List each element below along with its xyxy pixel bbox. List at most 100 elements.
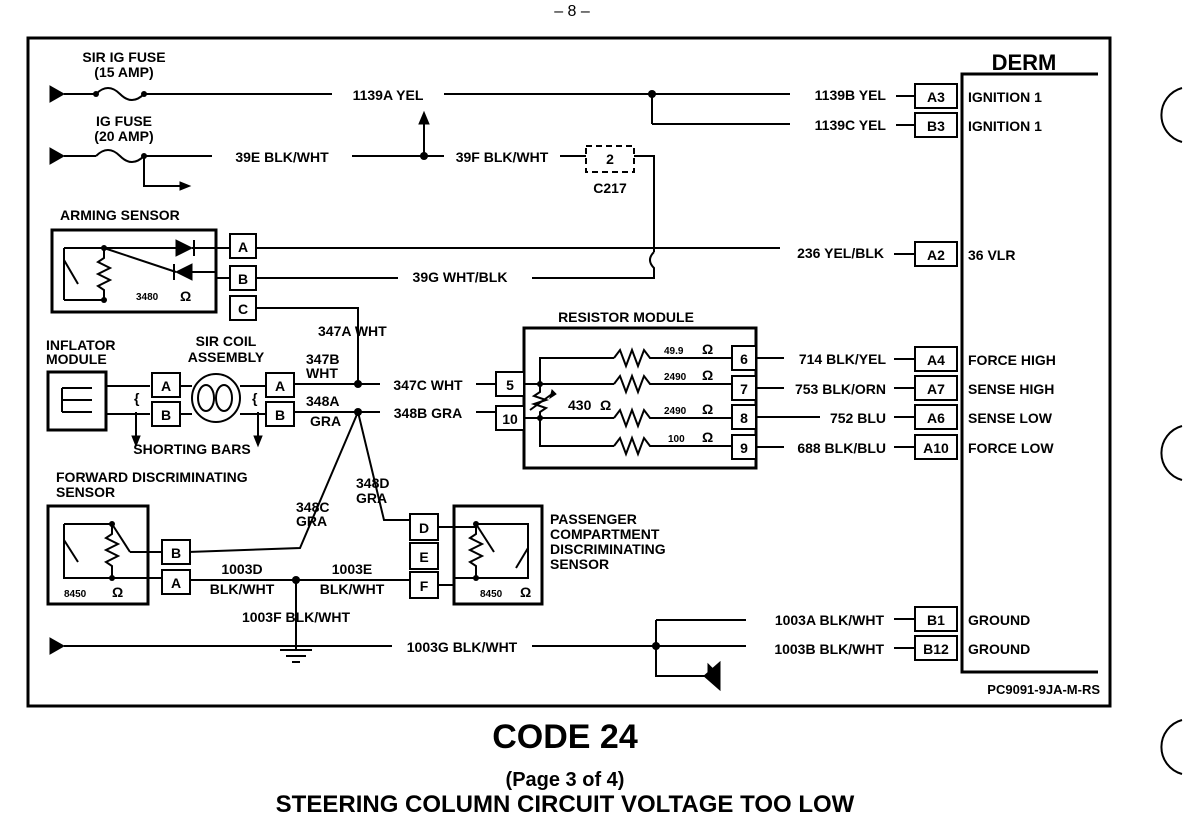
svg-text:100: 100 (668, 434, 685, 445)
forward-sensor-box (46, 504, 150, 606)
svg-text:Ω: Ω (702, 401, 713, 417)
passenger-sensor-title: PASSENGER (550, 511, 637, 527)
binder-hole-3 (1160, 719, 1183, 775)
shorting-bars-label: SHORTING BARS (133, 441, 250, 457)
svg-text:Ω: Ω (600, 397, 611, 413)
shorting-bar-right: { (252, 390, 258, 406)
passenger-sensor-title-3: DISCRIMINATING (550, 541, 666, 557)
svg-text:9: 9 (740, 440, 748, 456)
svg-text:Ω: Ω (112, 584, 123, 600)
svg-text:D: D (419, 520, 429, 536)
wire-347b-label-2: WHT (306, 365, 338, 381)
svg-text:A2: A2 (927, 247, 945, 263)
ground-symbol (280, 649, 312, 663)
wire-347c-label: 347C WHT (393, 377, 463, 393)
svg-text:GROUND: GROUND (968, 612, 1030, 628)
wire-348c-label-2: GRA (296, 513, 327, 529)
passenger-sensor-title-4: SENSOR (550, 556, 609, 572)
sir-coil-symbol (180, 373, 266, 423)
svg-text:A6: A6 (927, 410, 945, 426)
wire-1003a-label: 1003A BLK/WHT (775, 612, 885, 628)
svg-text:49.9: 49.9 (664, 346, 684, 357)
wire-753-label: 753 BLK/ORN (795, 381, 886, 397)
inflator-element (61, 387, 92, 413)
footer-code: CODE 24 (492, 718, 638, 756)
svg-text:430: 430 (568, 397, 592, 413)
svg-text:E: E (419, 549, 428, 565)
passenger-sensor-box (452, 504, 544, 606)
derm-pin-b12: B12 GROUND (914, 635, 1030, 661)
svg-text:Ω: Ω (520, 584, 531, 600)
footer-page: (Page 3 of 4) (506, 769, 625, 791)
derm-pin-a7: A7 SENSE HIGH (914, 375, 1054, 401)
diagram-frame (26, 36, 1112, 708)
reference-code: PC9091-9JA-M-RS (987, 682, 1100, 697)
wire-348d-label-2: GRA (356, 490, 387, 506)
svg-text:8450: 8450 (64, 589, 87, 600)
svg-text:FORCE LOW: FORCE LOW (968, 440, 1054, 456)
svg-text:Ω: Ω (702, 341, 713, 357)
svg-text:A10: A10 (923, 440, 949, 456)
svg-text:(20 AMP): (20 AMP) (94, 128, 153, 144)
sir-coil-title-2: ASSEMBLY (188, 349, 265, 365)
sir-coil-connector: A B (265, 372, 295, 427)
svg-text:A4: A4 (927, 352, 945, 368)
sir-ig-fuse: SIR IG FUSE (15 AMP) (49, 49, 166, 103)
binder-hole-1 (1160, 87, 1183, 143)
ground-branch (655, 620, 708, 677)
wire-1003e-label: 1003E (332, 561, 372, 577)
svg-text:SENSE LOW: SENSE LOW (968, 410, 1053, 426)
wire-688-label: 688 BLK/BLU (797, 440, 886, 456)
arming-sensor-internals: 3480 Ω (63, 239, 216, 304)
derm-box (960, 72, 1098, 674)
svg-text:A: A (275, 378, 285, 394)
derm-pin-a2: A2 36 VLR (914, 241, 1015, 267)
wire-1139b-label: 1139B YEL (815, 87, 887, 103)
ig-branch-arrow (179, 181, 192, 191)
wire-39e-label: 39E BLK/WHT (235, 149, 329, 165)
wire-1003f-label: 1003F BLK/WHT (242, 609, 351, 625)
svg-text:8450: 8450 (480, 589, 503, 600)
footer-subtitle: STEERING COLUMN CIRCUIT VOLTAGE TOO LOW (276, 791, 855, 816)
svg-text:A: A (171, 575, 181, 591)
wire-347a (256, 307, 359, 384)
derm-pin-a3: A3 IGNITION 1 (914, 83, 1042, 109)
wire-1003g-label: 1003G BLK/WHT (407, 639, 518, 655)
wire-1003e-label-2: BLK/WHT (320, 581, 385, 597)
svg-text:C: C (238, 301, 248, 317)
inflator-module-box (46, 370, 108, 432)
wire-1003b-label: 1003B BLK/WHT (774, 641, 884, 657)
wire-348c (187, 411, 359, 553)
forward-sensor-internals: 8450 Ω (63, 521, 162, 600)
svg-text:F: F (420, 578, 429, 594)
sir-coil-title: SIR COIL (196, 333, 257, 349)
connector-c217-label: C217 (593, 180, 627, 196)
splice-347 (354, 380, 362, 388)
svg-text:A3: A3 (927, 89, 945, 105)
forward-sensor-connector: B A (161, 539, 191, 595)
svg-text:GROUND: GROUND (968, 641, 1030, 657)
ground-feed-arrow (49, 637, 66, 655)
derm-pin-b3: B3 IGNITION 1 (914, 112, 1042, 138)
binder-hole-2 (1160, 425, 1183, 481)
svg-text:B1: B1 (927, 612, 945, 628)
wire-348b-label: 348B GRA (394, 405, 462, 421)
wire-39f-down (634, 155, 655, 252)
arming-sensor-title: ARMING SENSOR (60, 207, 180, 223)
svg-text:(15 AMP): (15 AMP) (94, 64, 153, 80)
svg-text:B12: B12 (923, 641, 949, 657)
svg-text:2: 2 (606, 151, 614, 167)
passenger-sensor-internals: 8450 Ω (438, 521, 531, 600)
svg-text:2490: 2490 (664, 406, 687, 417)
derm-pin-a10: A10 FORCE LOW (914, 434, 1054, 460)
derm-pin-a6: A6 SENSE LOW (914, 404, 1053, 430)
forward-sensor-title: FORWARD DISCRIMINATING (56, 469, 248, 485)
svg-text:Ω: Ω (702, 429, 713, 445)
svg-text:SENSE HIGH: SENSE HIGH (968, 381, 1054, 397)
derm-title: DERM (992, 50, 1057, 75)
wire-236-label: 236 YEL/BLK (797, 245, 884, 261)
svg-text:A7: A7 (927, 381, 945, 397)
wire-348d-label: 348D (356, 475, 389, 491)
svg-text:B: B (171, 545, 181, 561)
